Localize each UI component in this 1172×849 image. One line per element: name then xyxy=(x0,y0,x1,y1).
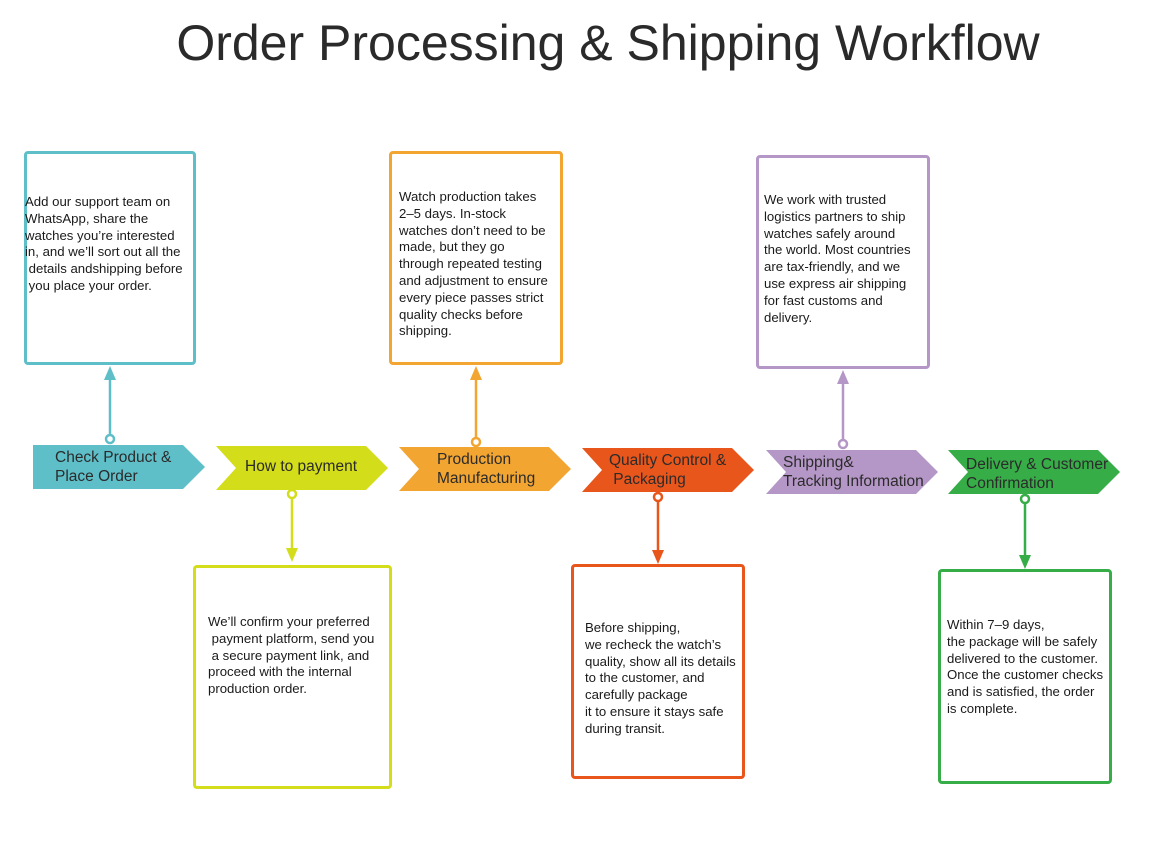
step-3-label: Production Manufacturing xyxy=(437,451,536,487)
step-3-arrowhead-icon xyxy=(470,366,482,380)
step-6-arrowhead-icon xyxy=(1019,555,1031,569)
step-1-chevron-shape xyxy=(33,445,205,489)
step-6-chevron: Delivery & Customer Confirmation xyxy=(948,450,1120,494)
step-2-chevron: How to payment xyxy=(216,446,388,490)
step-2-description-box: We’ll confirm your preferred payment pla… xyxy=(193,565,392,789)
step-3-connector-dot xyxy=(470,436,482,448)
step-2-arrowhead-icon xyxy=(286,548,298,562)
step-6-label: Delivery & Customer Confirmation xyxy=(966,456,1109,492)
step-1-arrowhead-icon xyxy=(104,366,116,380)
step-6-connector-dot xyxy=(1019,493,1031,505)
step-4-description-box: Before shipping, we recheck the watch’s … xyxy=(571,564,745,779)
step-5-description-box: We work with trusted logistics partners … xyxy=(756,155,930,369)
step-6-description: Within 7–9 days, the package will be saf… xyxy=(947,617,1104,716)
step-6-chevron-shape xyxy=(948,450,1120,494)
step-2-chevron-shape xyxy=(216,446,388,490)
step-1-description: Add our support team on WhatsApp, share … xyxy=(25,194,183,293)
step-3-description-box: Watch production takes 2–5 days. In-stoc… xyxy=(389,151,563,365)
step-2-label: How to payment xyxy=(245,458,357,475)
step-1-connector-dot xyxy=(104,433,116,445)
step-4-description: Before shipping, we recheck the watch’s … xyxy=(585,620,736,736)
step-5-chevron-shape xyxy=(766,450,938,494)
step-5-arrowhead-icon xyxy=(837,370,849,384)
step-2-description: We’ll confirm your preferred payment pla… xyxy=(208,614,375,697)
step-6-description-box: Within 7–9 days, the package will be saf… xyxy=(938,569,1112,784)
step-1-chevron: Check Product & Place Order xyxy=(33,445,205,489)
step-4-chevron: Quality Control & Packaging xyxy=(582,448,754,492)
step-1-label: Check Product & Place Order xyxy=(55,449,172,485)
step-5-connector-dot xyxy=(837,438,849,450)
diagram-title: Order Processing & Shipping Workflow xyxy=(176,15,1040,71)
step-2-connector-dot xyxy=(286,488,298,500)
step-4-connector-dot xyxy=(652,491,664,503)
step-5-description: We work with trusted logistics partners … xyxy=(764,192,911,325)
step-4-arrowhead-icon xyxy=(652,550,664,564)
step-4-chevron-shape xyxy=(582,448,754,492)
step-4-label: Quality Control & Packaging xyxy=(609,452,727,488)
step-3-chevron: Production Manufacturing xyxy=(399,447,571,491)
step-1-description-box: Add our support team on WhatsApp, share … xyxy=(24,151,196,365)
step-3-chevron-shape xyxy=(399,447,571,491)
step-5-chevron: Shipping& Tracking Information xyxy=(766,450,938,494)
step-3-description: Watch production takes 2–5 days. In-stoc… xyxy=(399,189,548,339)
step-5-label: Shipping& Tracking Information xyxy=(783,454,924,490)
